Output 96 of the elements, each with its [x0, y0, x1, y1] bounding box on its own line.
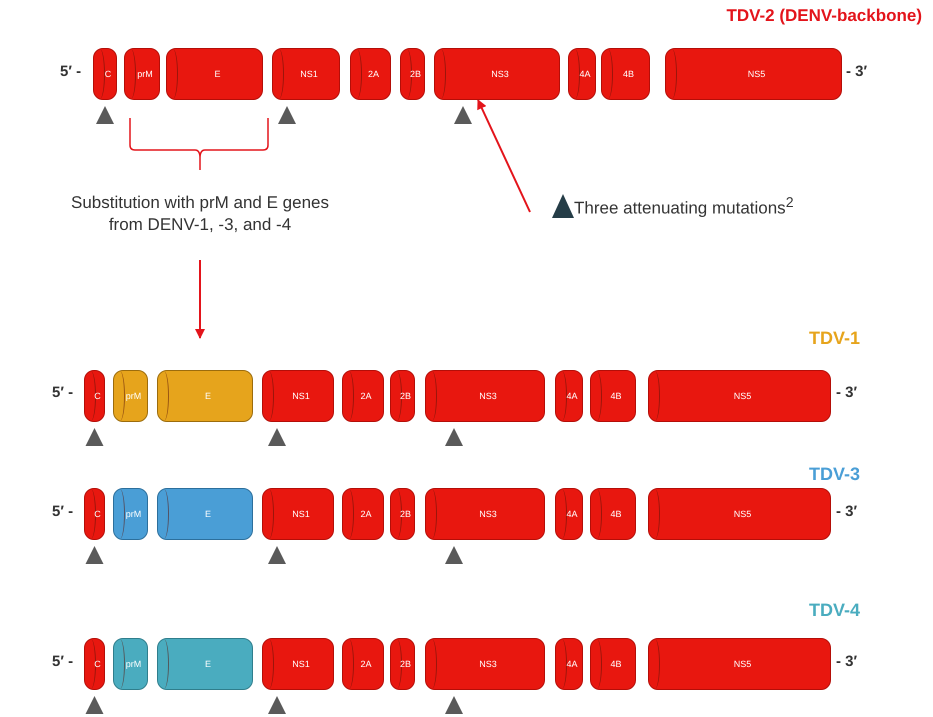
- segment-label: C: [93, 659, 101, 669]
- segment-label: 4A: [565, 391, 578, 401]
- gene-segment: [272, 48, 340, 100]
- segment-label: prM: [124, 659, 142, 669]
- segment-label: prM: [124, 391, 142, 401]
- end-label: - 3′: [846, 63, 868, 80]
- gene-segment: [166, 48, 263, 100]
- gene-segment: [342, 370, 384, 422]
- end-label: - 3′: [836, 384, 858, 401]
- segment-label: E: [204, 659, 211, 669]
- gene-segment: [262, 638, 334, 690]
- gene-segment: [342, 638, 384, 690]
- gene-segment: [124, 48, 160, 100]
- gene-segment: [84, 370, 105, 422]
- segment-label: NS3: [478, 391, 497, 401]
- row-title: TDV-1: [808, 328, 860, 349]
- segment-label: 4B: [622, 69, 634, 79]
- gene-segment: [434, 48, 560, 100]
- gene-segment: [157, 638, 253, 690]
- gene-segment: [262, 370, 334, 422]
- segment-label: 2B: [398, 391, 411, 401]
- segment-label: 2B: [408, 69, 421, 79]
- segment-label: NS5: [732, 391, 752, 401]
- gene-segment: [157, 488, 253, 540]
- gene-segment: [350, 48, 391, 100]
- segment-label: prM: [136, 69, 153, 79]
- segment-label: 4B: [609, 509, 622, 519]
- segment-label: NS3: [478, 509, 497, 519]
- segment-label: 2A: [359, 659, 372, 669]
- segment-label: prM: [124, 509, 142, 519]
- row-title: TDV-4: [808, 600, 860, 621]
- gene-segment: [342, 488, 384, 540]
- segment-label: NS5: [732, 659, 752, 669]
- segment-label: NS5: [732, 509, 752, 519]
- segment-label: 2B: [398, 659, 411, 669]
- end-label: 5′ -: [52, 503, 74, 520]
- gene-segment: [555, 370, 583, 422]
- gene-segment: [425, 370, 545, 422]
- segment-label: E: [204, 391, 211, 401]
- segment-label: 2A: [359, 509, 372, 519]
- end-label: 5′ -: [60, 63, 82, 80]
- segment-label: 2A: [359, 391, 372, 401]
- segment-label: 2A: [366, 69, 379, 79]
- segment-label: 4A: [565, 509, 578, 519]
- gene-segment: [648, 370, 831, 422]
- segment-label: C: [104, 69, 112, 79]
- row-title: TDV-2 (DENV-backbone): [726, 6, 922, 26]
- gene-segment: [390, 370, 415, 422]
- segment-label: 4A: [578, 69, 590, 79]
- gene-segment: [425, 488, 545, 540]
- gene-segment: [390, 488, 415, 540]
- gene-segment: [665, 48, 842, 100]
- gene-segment: [157, 370, 253, 422]
- gene-segment: [601, 48, 650, 100]
- row-title: TDV-3: [808, 464, 860, 485]
- gene-segment: [648, 638, 831, 690]
- segment-label: 4B: [609, 659, 622, 669]
- segment-label: C: [93, 509, 101, 519]
- segment-label: NS1: [291, 659, 310, 669]
- gene-segment: [590, 488, 636, 540]
- gene-segment: [648, 488, 831, 540]
- segment-label: E: [213, 69, 220, 79]
- gene-segment: [113, 370, 148, 422]
- segment-label: NS3: [490, 69, 509, 79]
- end-label: 5′ -: [52, 384, 74, 401]
- segment-label: E: [204, 509, 211, 519]
- gene-segment: [568, 48, 596, 100]
- gene-segment: [84, 488, 105, 540]
- segment-label: NS5: [746, 69, 766, 79]
- segment-label: 4A: [565, 659, 578, 669]
- segment-label: NS3: [478, 659, 497, 669]
- annotation-text: Substitution with prM and E genes from DENV-1, -3, and -4: [70, 192, 330, 236]
- gene-segment: [390, 638, 415, 690]
- gene-segment: [590, 370, 636, 422]
- gene-segment: [555, 638, 583, 690]
- arrow: [195, 260, 205, 339]
- end-label: - 3′: [836, 503, 858, 520]
- gene-segment: [113, 488, 148, 540]
- legend-text: Three attenuating mutations$^{2}$: [574, 194, 794, 220]
- end-label: - 3′: [836, 653, 858, 670]
- segment-label: C: [93, 391, 101, 401]
- gene-segment: [555, 488, 583, 540]
- gene-segment: [425, 638, 545, 690]
- gene-segment: [400, 48, 425, 100]
- arrow: [477, 99, 531, 212]
- segment-label: NS1: [291, 391, 310, 401]
- gene-segment: [93, 48, 117, 100]
- gene-segment: [262, 488, 334, 540]
- end-label: 5′ -: [52, 653, 74, 670]
- segment-label: NS1: [291, 509, 310, 519]
- gene-segment: [113, 638, 148, 690]
- segment-label: NS1: [299, 69, 318, 79]
- gene-segment: [84, 638, 105, 690]
- gene-segment: [590, 638, 636, 690]
- segment-label: 4B: [609, 391, 622, 401]
- segment-label: 2B: [398, 509, 411, 519]
